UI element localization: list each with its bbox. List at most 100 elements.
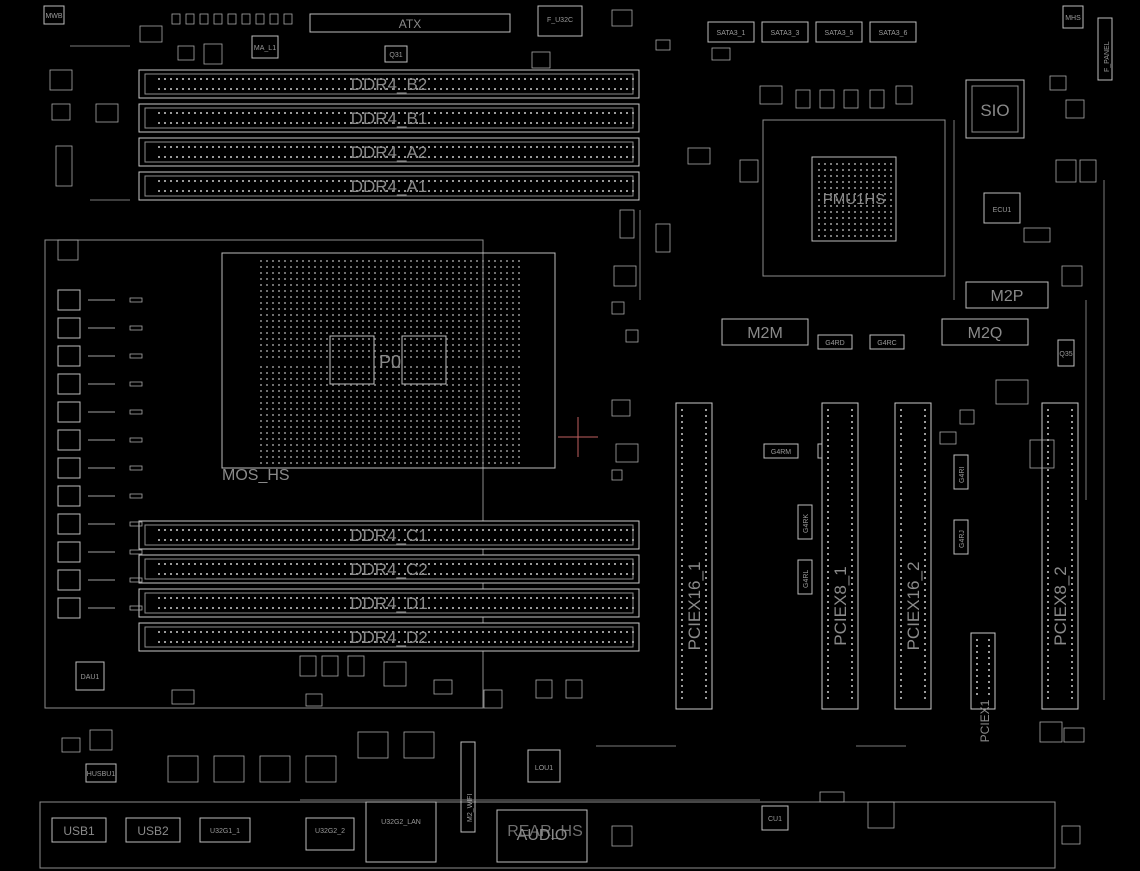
smd-part: [269, 13, 279, 25]
dimm-label: DDR4_C2: [350, 560, 427, 579]
cu1-chip: CU1: [761, 805, 789, 831]
dimm-slot-ddr4_b2: DDR4_B2: [138, 69, 640, 99]
front-panel-header: F_PANEL: [1097, 17, 1113, 81]
smd-part: [611, 301, 625, 315]
dimm-slot-ddr4_c2: DDR4_C2: [138, 554, 640, 584]
smd-part: [283, 13, 293, 25]
q31-part: Q31: [384, 45, 408, 63]
smd-part: [171, 689, 195, 705]
dau1-chip: DAU1: [75, 661, 105, 691]
atx-connector: ATX: [309, 13, 511, 33]
rear-hs-label: REAR_HS: [507, 823, 583, 840]
m2-wifi-slot: M2_WIFI: [460, 741, 476, 833]
smd-part: [255, 13, 265, 25]
smd-part: [611, 9, 633, 27]
dau1-label: DAU1: [81, 674, 100, 681]
crosshair-marker: [558, 417, 598, 457]
smd-part: [241, 13, 251, 25]
m2-wifi-label: M2_WIFI: [467, 794, 474, 822]
pcie-label: PCIEX8_1: [831, 566, 850, 645]
m2q-label: M2Q: [968, 325, 1003, 342]
smd-part: [321, 655, 339, 677]
dimm-slot-ddr4_c1: DDR4_C1: [138, 520, 640, 550]
fpanel-label: F_PANEL: [1104, 41, 1111, 72]
q31-label: Q31: [389, 52, 402, 59]
dimm-slot-ddr4_d1: DDR4_D1: [138, 588, 640, 618]
smd-part: [49, 69, 73, 91]
smd-part: [939, 431, 957, 445]
smd-part: [819, 791, 845, 803]
smd-part: [1055, 159, 1077, 183]
smd-part: [57, 239, 79, 261]
ecu-chip: ECU1: [983, 192, 1021, 224]
smd-part: [687, 147, 711, 165]
smd-part: [203, 43, 223, 65]
g4-label: G4RM: [771, 449, 791, 456]
cpu-label: P0: [379, 352, 401, 372]
dimm-slot-ddr4_d2: DDR4_D2: [138, 622, 640, 652]
smd-part: [795, 89, 811, 109]
smd-part: [843, 89, 859, 109]
smd-part: [1039, 721, 1063, 743]
m2p-label: M2P: [991, 288, 1024, 305]
smd-part: [139, 25, 163, 43]
u32g1-port: U32G1_1: [199, 817, 251, 843]
dimm-label: DDR4_B2: [351, 75, 428, 94]
smd-part: [1029, 439, 1055, 469]
sio-label: SIO: [980, 101, 1009, 120]
smd-part: [1079, 159, 1097, 183]
g4-label: G4RK: [803, 514, 810, 533]
usb1-label: USB1: [63, 824, 95, 838]
pcie-slot-pciex1: PCIEX1: [970, 632, 996, 742]
ma-l1-part: MA_L1: [251, 35, 279, 59]
m2q-slot: M2Q: [941, 318, 1029, 346]
chipset-label: PMU1HS: [823, 191, 886, 208]
husb-chip: HUSBU1: [85, 763, 117, 783]
smd-part: [895, 85, 913, 105]
mhs-label: MHS: [1065, 15, 1081, 22]
dimm-label: DDR4_B1: [351, 109, 428, 128]
vrm-phases: [57, 289, 143, 619]
smd-part: [259, 755, 291, 783]
smd-part: [619, 209, 635, 239]
dimm-label: DDR4_D2: [350, 628, 427, 647]
cpu-socket: P0 MOS_HS: [221, 252, 556, 484]
smd-part: [213, 755, 245, 783]
smd-part: [1061, 265, 1083, 287]
smd-components: [49, 9, 1105, 847]
u32g1-label: U32G1_1: [210, 828, 240, 835]
smd-part: [433, 679, 453, 695]
lou1-chip: LOU1: [527, 749, 561, 783]
atx-label: ATX: [399, 17, 421, 31]
dimm-slot-ddr4_a2: DDR4_A2: [138, 137, 640, 167]
smd-part: [819, 89, 835, 109]
smd-part: [213, 13, 223, 25]
dimm-slot-ddr4_a1: DDR4_A1: [138, 171, 640, 201]
u32lan-label: U32G2_LAN: [381, 819, 421, 826]
smd-part: [185, 13, 195, 25]
smd-part: [357, 731, 389, 759]
smd-part: [655, 223, 671, 253]
g4-label: G4RC: [877, 340, 896, 347]
mwb-part: MWB: [43, 5, 65, 25]
smd-part: [305, 755, 337, 783]
dimm-slot-ddr4_b1: DDR4_B1: [138, 103, 640, 133]
g4-label: G4RD: [825, 340, 844, 347]
usb2-label: USB2: [137, 824, 169, 838]
smd-part: [227, 13, 237, 25]
pcie-label: PCIEX16_1: [685, 562, 704, 651]
sata-label: SATA3_5: [825, 30, 854, 37]
dimm-label: DDR4_D1: [350, 594, 427, 613]
smd-part: [483, 689, 503, 709]
sata-label: SATA3_6: [879, 30, 908, 37]
sata-label: SATA3_1: [717, 30, 746, 37]
u32-lan-port: U32G2_LAN: [365, 801, 437, 863]
smd-part: [611, 399, 631, 417]
smd-part: [613, 265, 637, 287]
pcie-label: PCIEX16_2: [904, 562, 923, 651]
smd-part: [711, 47, 731, 61]
smd-part: [61, 737, 81, 753]
husb-label: HUSBU1: [87, 771, 116, 778]
